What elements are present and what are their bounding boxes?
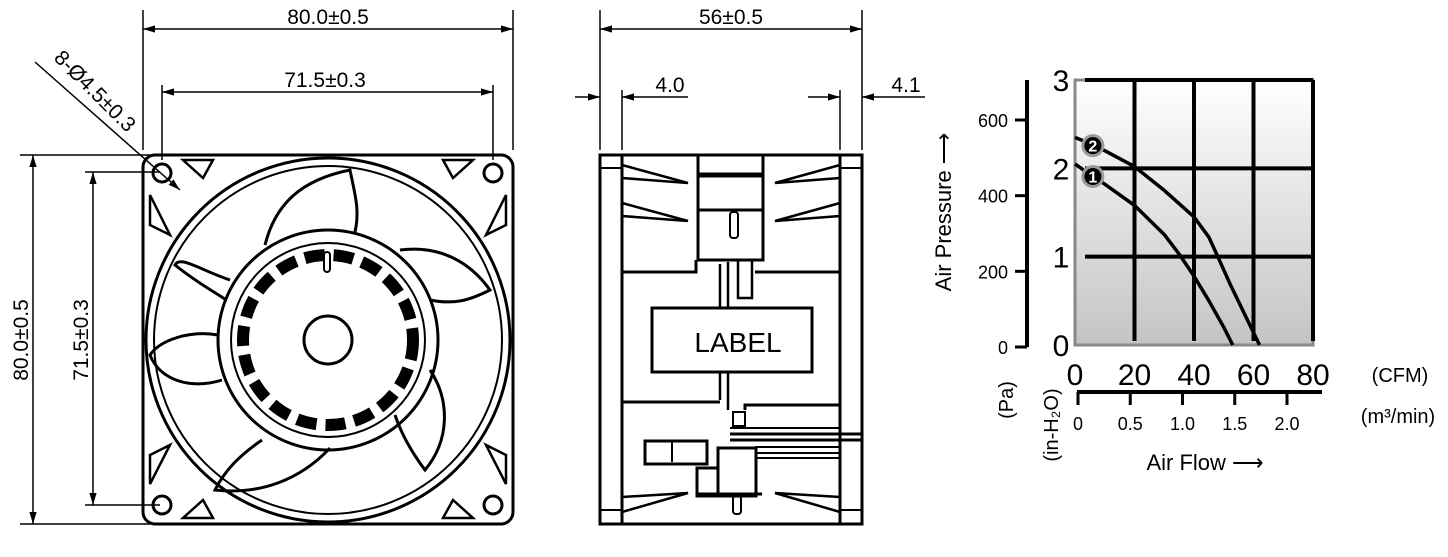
front-hole-spacing-dimension: 71.5±0.3: [284, 69, 366, 92]
mount-hole: [151, 162, 173, 184]
x-tick-label: 80: [1296, 359, 1329, 392]
fan-blades: [148, 168, 493, 493]
mount-hole: [482, 494, 504, 516]
mount-hole: [482, 162, 504, 184]
m3-tick-label: 0.5: [1118, 414, 1143, 434]
hub-center: [302, 314, 354, 366]
curve-marker-label: 1: [1088, 170, 1097, 187]
curve-marker-1: [1081, 165, 1105, 189]
x-axis-label: Air Flow ⟶: [1146, 450, 1263, 475]
x-tick-label: 60: [1237, 359, 1270, 392]
side-depth-dimension: 56±0.5: [699, 6, 763, 29]
pa-tick-label: 200: [978, 262, 1008, 282]
side-left-flange-dimension: 4.0: [655, 74, 684, 97]
y-tick-label: 1: [1053, 242, 1070, 275]
front-width-dimension: 80.0±0.5: [287, 6, 369, 29]
y-axis-label: Air Pressure ⟶: [931, 133, 956, 292]
curve-marker-2: [1081, 134, 1105, 158]
y-tick-label: 2: [1053, 153, 1070, 186]
m3-tick-label: 0: [1073, 414, 1083, 434]
chart-grid: [1085, 78, 1315, 341]
x-tick-label: 40: [1177, 359, 1210, 392]
m3-tick-label: 2.0: [1274, 414, 1299, 434]
x-tick-label: 0: [1067, 359, 1084, 392]
pa-tick-label: 400: [978, 187, 1008, 207]
side-view: [575, 10, 925, 526]
cfm-unit: (CFM): [1372, 365, 1429, 387]
m3-unit: (m³/min): [1361, 406, 1435, 428]
pa-tick-label: 600: [978, 111, 1008, 131]
m3-tick-label: 1.0: [1170, 414, 1195, 434]
inh2o-unit: (in-H₂O): [1041, 388, 1063, 461]
label-box: [650, 306, 814, 374]
pa-unit: (Pa): [996, 381, 1018, 419]
m3-tick-label: 1.5: [1222, 414, 1247, 434]
fan-frame: [141, 153, 515, 526]
side-right-flange-dimension: 4.1: [891, 74, 920, 97]
x-tick-label: 20: [1118, 359, 1151, 392]
fan-hub: [216, 228, 440, 452]
front-vertical-hole-spacing-dimension: 71.5±0.3: [70, 299, 93, 381]
mount-hole: [151, 494, 173, 516]
curve-marker-label: 2: [1088, 139, 1097, 156]
mount-holes-dimension: 8-Ø4.5±0.3: [49, 46, 139, 136]
y-tick-label: 0: [1053, 330, 1070, 363]
y-tick-label: 3: [1053, 65, 1070, 98]
pa-tick-label: 0: [998, 338, 1008, 358]
fan-ring: [144, 156, 512, 524]
label-text: LABEL: [694, 327, 781, 358]
front-height-dimension: 80.0±0.5: [10, 299, 33, 381]
front-view: [20, 10, 515, 526]
